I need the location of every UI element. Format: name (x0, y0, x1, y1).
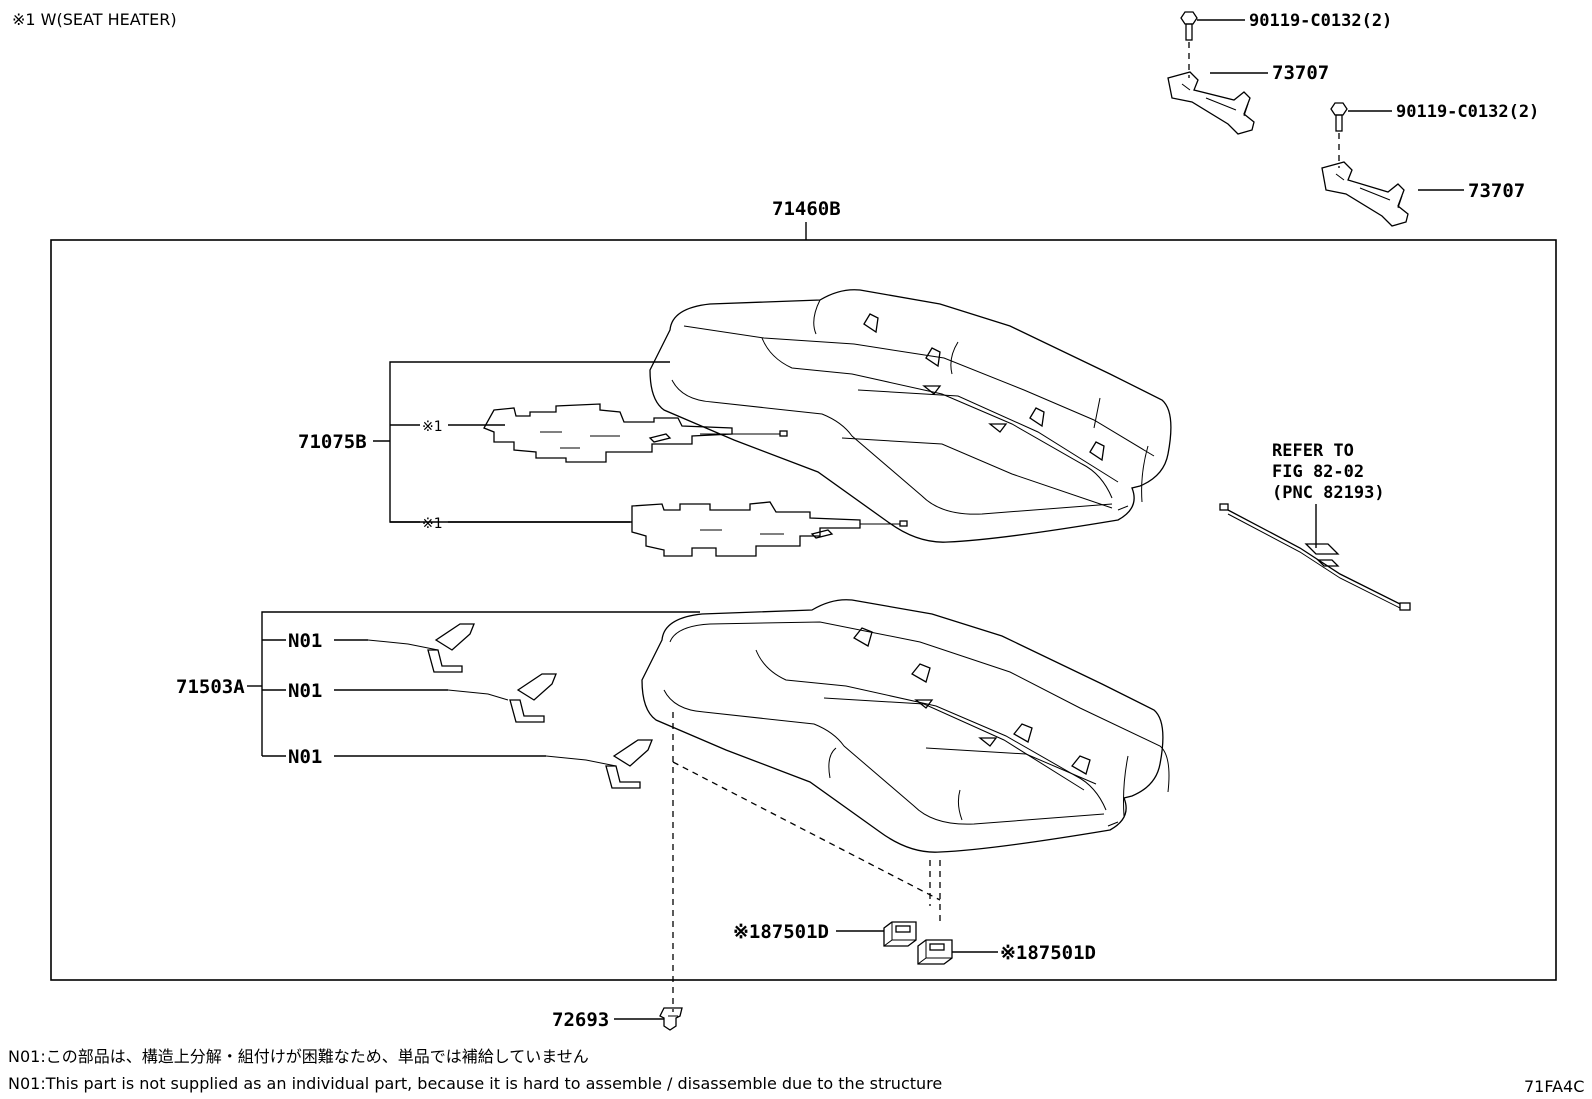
bolt-1[interactable] (1180, 11, 1245, 41)
seat-cushion-upper[interactable] (649, 289, 1172, 543)
assembly-label: 71460B (772, 198, 841, 220)
wire-harness[interactable] (1219, 503, 1411, 611)
assembly-frame (50, 239, 1557, 981)
seat-heater-2[interactable] (631, 501, 908, 557)
connector-2-label: ※187501D (1000, 942, 1096, 964)
bolt-1-label: 90119-C0132(2) (1249, 11, 1392, 31)
bracket-1-label: 73707 (1272, 62, 1329, 84)
heater-group-label: 71075B (298, 431, 367, 453)
connector-2[interactable] (917, 939, 953, 965)
heater-marker-1: ※1 (422, 419, 443, 435)
footnote-jp: N01:この部品は、構造上分解・組付けが困難なため、単品では補給していません (8, 1047, 589, 1066)
seat-heater-1[interactable] (483, 403, 788, 463)
bolt-2-label: 90119-C0132(2) (1396, 102, 1539, 122)
refer-line-2: FIG 82-02 (1272, 462, 1364, 482)
clip-label: 72693 (552, 1009, 609, 1031)
n01-label-2: N01 (288, 680, 322, 702)
n01-part-1[interactable] (367, 623, 475, 673)
figure-code: 71FA4C (1524, 1077, 1584, 1096)
bracket-2[interactable] (1321, 161, 1464, 227)
legend-note: ※1 W(SEAT HEATER) (12, 10, 177, 29)
connector-1[interactable] (883, 921, 917, 947)
n01-part-3[interactable] (545, 739, 653, 789)
bolt-2[interactable] (1330, 102, 1392, 132)
connector-1-label: ※187501D (733, 921, 829, 943)
footnote-en: N01:This part is not supplied as an indi… (8, 1074, 942, 1093)
refer-line-1: REFER TO (1272, 441, 1354, 461)
n01-label-1: N01 (288, 630, 322, 652)
seat-cushion-lower[interactable] (641, 599, 1170, 853)
bracket-2-label: 73707 (1468, 180, 1525, 202)
n01-part-2[interactable] (447, 673, 557, 723)
refer-line-3: (PNC 82193) (1272, 483, 1385, 503)
cover-group-label: 71503A (176, 676, 245, 698)
heater-marker-2: ※1 (422, 516, 443, 532)
bracket-1[interactable] (1167, 71, 1268, 135)
n01-label-3: N01 (288, 746, 322, 768)
clip[interactable] (659, 1007, 683, 1031)
